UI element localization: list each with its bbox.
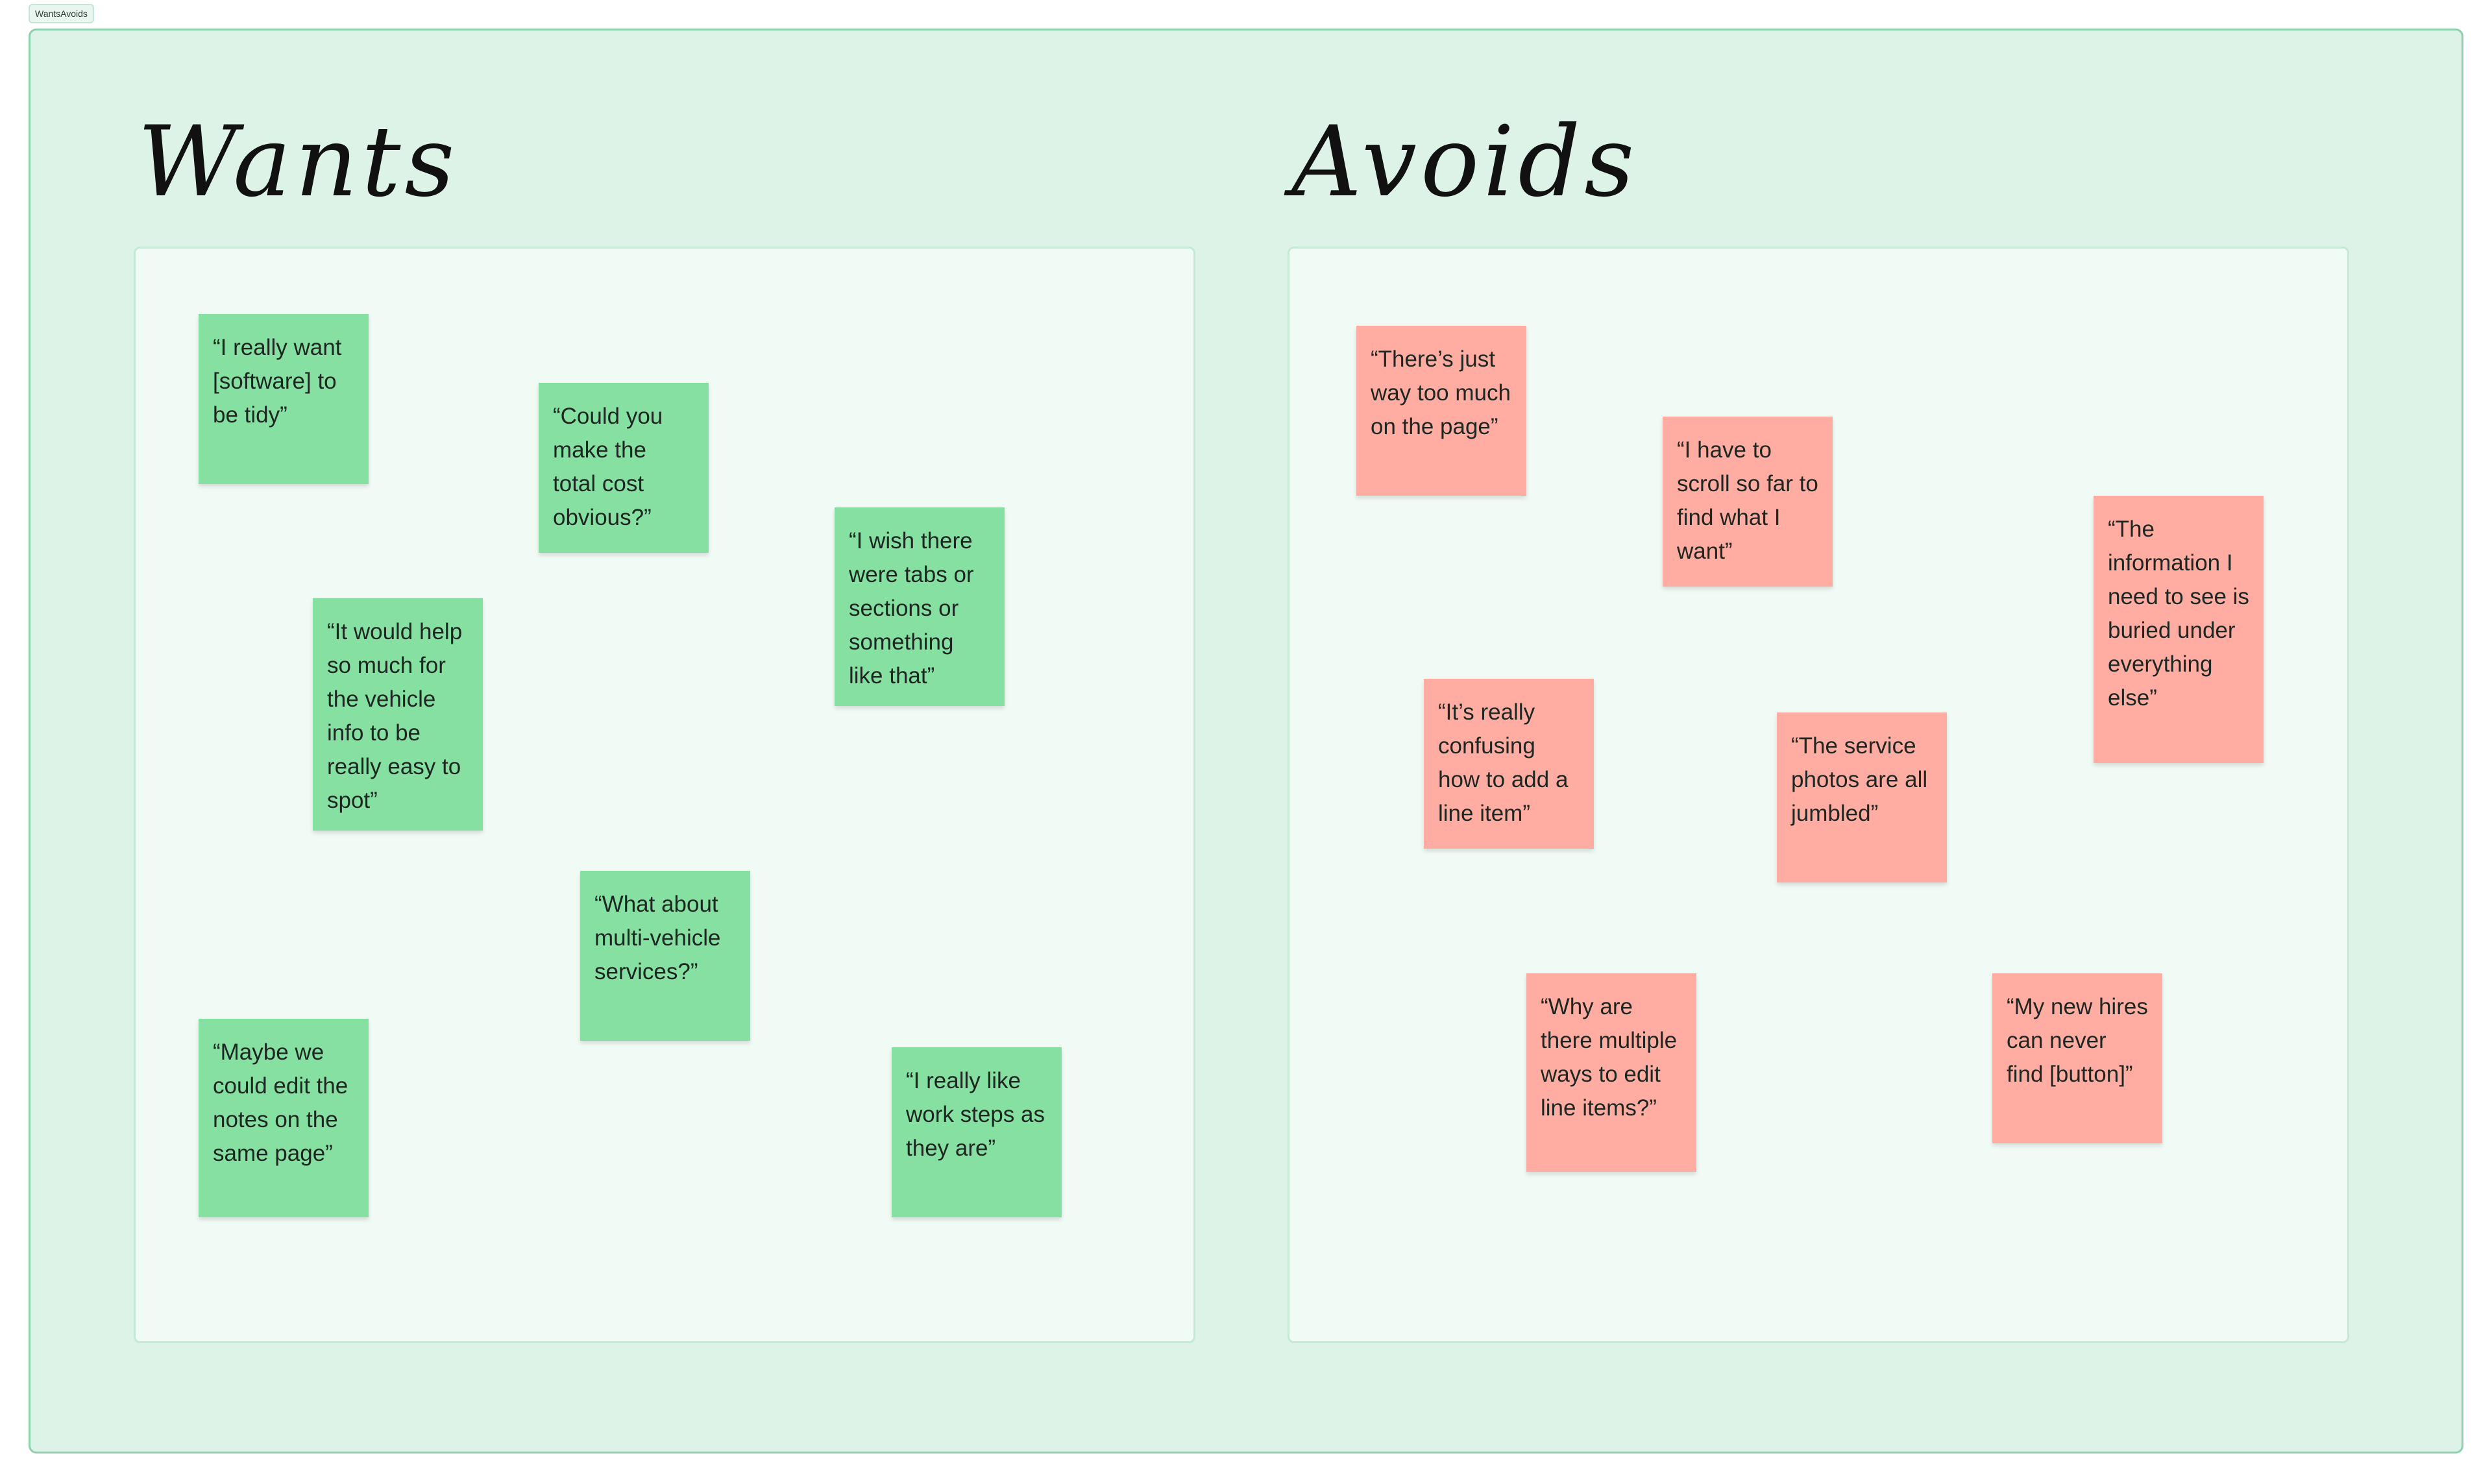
sticky-note[interactable]: “I really like work steps as they are” — [892, 1047, 1062, 1217]
sticky-note[interactable]: “I wish there were tabs or sections or s… — [835, 507, 1005, 706]
avoids-title: Avoids — [1291, 106, 1639, 219]
sticky-note[interactable]: “I have to scroll so far to find what I … — [1663, 417, 1833, 587]
sticky-note[interactable]: “The information I need to see is buried… — [2094, 496, 2264, 763]
wants-title: Wants — [138, 106, 459, 219]
sticky-note[interactable]: “Could you make the total cost obvious?” — [539, 383, 709, 553]
sticky-note[interactable]: “Why are there multiple ways to edit lin… — [1526, 973, 1696, 1172]
sticky-note[interactable]: “The service photos are all jumbled” — [1777, 712, 1947, 882]
sticky-note[interactable]: “It would help so much for the vehicle i… — [313, 598, 483, 831]
sticky-note[interactable]: “There’s just way too much on the page” — [1356, 326, 1526, 496]
sticky-note[interactable]: “I really want [software] to be tidy” — [199, 314, 369, 484]
sticky-note[interactable]: “My new hires can never find [button]” — [1992, 973, 2162, 1143]
sticky-note[interactable]: “What about multi-vehicle services?” — [580, 871, 750, 1041]
sticky-note[interactable]: “It’s really confusing how to add a line… — [1424, 679, 1594, 849]
sticky-note[interactable]: “Maybe we could edit the notes on the sa… — [199, 1019, 369, 1217]
frame-label[interactable]: WantsAvoids — [29, 4, 94, 23]
